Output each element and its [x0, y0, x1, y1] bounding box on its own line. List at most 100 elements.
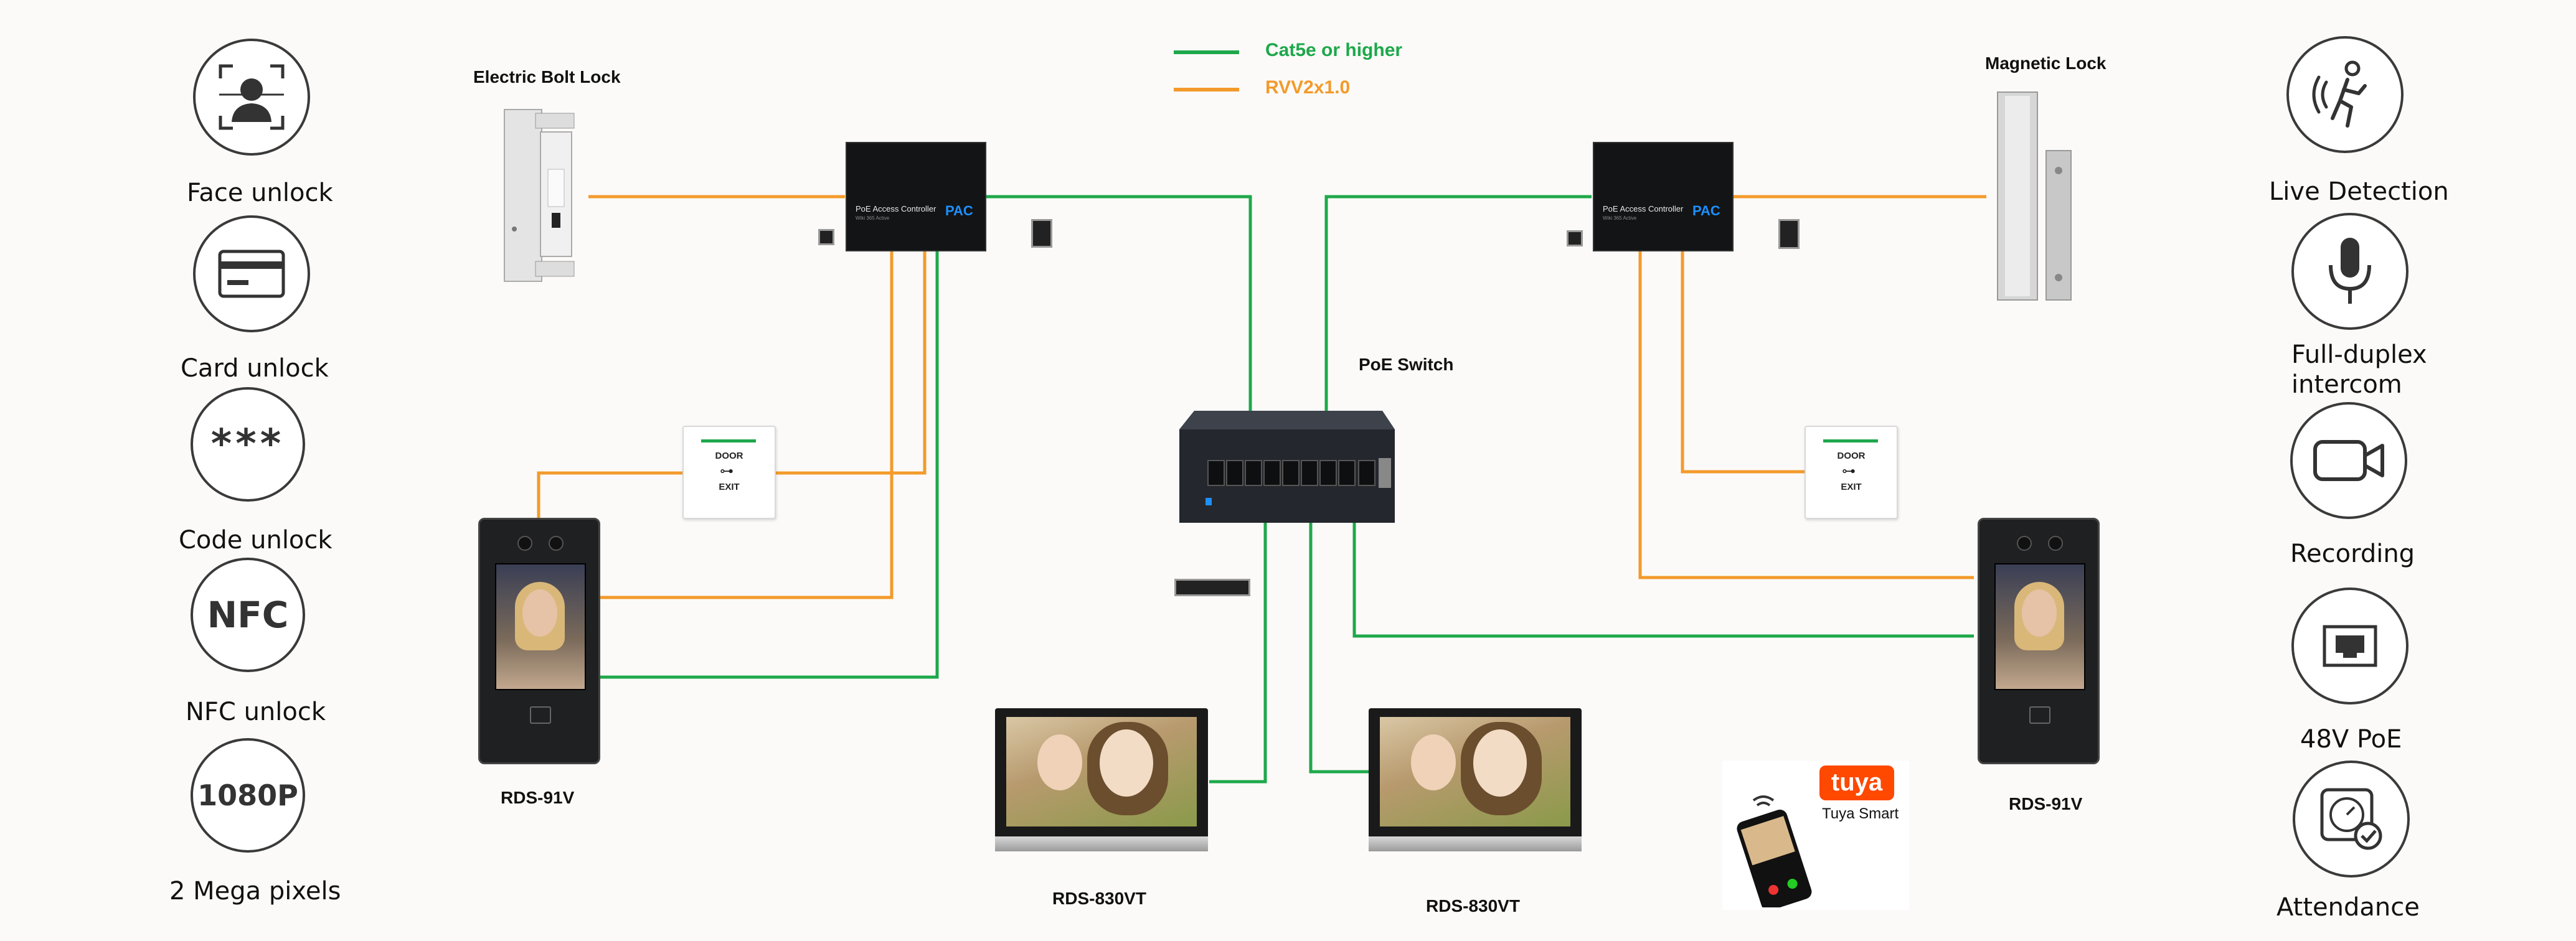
- pac-right-brand: PAC: [1692, 203, 1720, 218]
- smartphone-icon: [1737, 795, 1812, 907]
- key-icon: ⊶: [1842, 463, 1856, 479]
- exit-green-bar: [701, 439, 756, 442]
- face-scan-icon: [193, 39, 310, 156]
- video-camera-icon: [2290, 402, 2407, 519]
- tuya-caption: Tuya Smart: [1822, 805, 1899, 822]
- tuya-app-panel: tuya Tuya Smart: [1722, 761, 1909, 910]
- camera-lens: [517, 536, 532, 551]
- wire-pac-left-to-switch: [984, 195, 1252, 411]
- poe-access-controller-right: PoE Access Controller Wiki 365 Active PA…: [1593, 142, 1734, 251]
- indicator-square: [1031, 219, 1052, 248]
- wire-pac-right-to-door-station: [1638, 248, 1974, 579]
- nfc-glyph: NFC: [207, 594, 289, 636]
- feature-label-attendance: Attendance: [2276, 893, 2420, 922]
- door-station-screen: [1994, 563, 2085, 690]
- poe-switch-image: [1177, 405, 1396, 529]
- ethernet-port-icon: [2291, 588, 2409, 705]
- nfc-reader: [530, 706, 551, 724]
- pac-right-subtitle: Wiki 365 Active: [1603, 215, 1637, 221]
- feature-label-2-mega-pixels: 2 Mega pixels: [169, 877, 341, 906]
- card-unlock-feature: [193, 215, 310, 332]
- indicator-bar: [1174, 579, 1250, 596]
- poe-access-controller-left: PoE Access Controller Wiki 365 Active PA…: [846, 142, 986, 251]
- exit-label-exit: EXIT: [1841, 482, 1862, 492]
- feature-label-code-unlock: Code unlock: [179, 526, 333, 555]
- monitor-bezel: [1369, 836, 1582, 851]
- asterisks-glyph: ***: [210, 421, 285, 467]
- indoor-monitor-left-image: [995, 708, 1208, 851]
- attendance-clock-icon: [2293, 761, 2410, 878]
- feature-label-full-duplex-intercom: Full-duplex intercom: [2291, 340, 2427, 400]
- exit-label-door: DOOR: [1837, 451, 1866, 461]
- code-unlock-feature: ***: [191, 387, 305, 502]
- wire-switch-to-door-station-right: [1352, 523, 1974, 638]
- exit-label-exit: EXIT: [719, 482, 740, 492]
- intercom-feature: [2291, 213, 2409, 330]
- label-monitor-right: RDS-830VT: [1426, 896, 1520, 915]
- label-monitor-left: RDS-830VT: [1052, 889, 1146, 908]
- exit-button-right: DOOR ⊶ EXIT: [1805, 426, 1898, 519]
- feature-label-48v-poe: 48V PoE: [2300, 725, 2402, 754]
- pac-left-subtitle: Wiki 365 Active: [856, 215, 890, 221]
- pac-left-title: PoE Access Controller: [856, 204, 937, 213]
- 1080p-glyph: 1080P: [197, 779, 298, 812]
- door-station-screen: [495, 563, 586, 690]
- wire-pac-right-to-switch: [1324, 195, 1592, 411]
- label-door-station-left: RDS-91V: [501, 788, 575, 807]
- camera-lens: [549, 536, 564, 551]
- indicator-square: [818, 229, 834, 245]
- door-station-left-image: [478, 518, 600, 764]
- legend-label-rvv: RVV2x1.0: [1265, 77, 1351, 98]
- exit-button-left: DOOR ⊶ EXIT: [682, 426, 776, 519]
- motion-detection-icon: [2286, 36, 2404, 153]
- label-poe-switch: PoE Switch: [1359, 355, 1454, 374]
- face-unlock-feature: [193, 39, 310, 156]
- pac-left-brand: PAC: [945, 203, 973, 218]
- tuya-logo: tuya: [1819, 765, 1894, 800]
- poe-feature: [2291, 588, 2409, 705]
- wire-pac-right-to-exit: [1681, 248, 1805, 474]
- label-magnetic-lock: Magnetic Lock: [1985, 54, 2107, 73]
- magnetic-lock-image: [1986, 91, 2080, 304]
- feature-label-live-detection: Live Detection: [2269, 177, 2449, 206]
- monitor-screen: [1006, 717, 1197, 826]
- camera-lens: [2048, 536, 2063, 551]
- label-door-station-right: RDS-91V: [2009, 794, 2083, 813]
- card-icon: [193, 215, 310, 332]
- nfc-unlock-feature: NFC: [191, 558, 305, 672]
- monitor-screen: [1380, 717, 1570, 826]
- legend-label-cat5e: Cat5e or higher: [1265, 40, 1403, 60]
- label-electric-bolt-lock: Electric Bolt Lock: [473, 67, 621, 87]
- feature-label-nfc-unlock: NFC unlock: [186, 698, 326, 726]
- wire-pac-left-to-door-station: [598, 248, 894, 599]
- feature-label-card-unlock: Card unlock: [181, 354, 329, 383]
- key-icon: ⊶: [720, 463, 734, 479]
- microphone-icon: [2291, 213, 2409, 330]
- wire-pac-left-to-door-station: [598, 248, 939, 679]
- asterisks-icon: ***: [191, 387, 305, 502]
- door-station-right-image: [1978, 518, 2100, 764]
- exit-green-bar: [1823, 439, 1878, 442]
- indicator-square: [1567, 230, 1583, 246]
- wire-switch-to-monitor-right: [1309, 523, 1369, 774]
- wire-switch-to-monitor-left: [1209, 523, 1267, 784]
- nfc-icon: NFC: [191, 558, 305, 672]
- feature-label-recording: Recording: [2290, 540, 2415, 568]
- feature-label-face-unlock: Face unlock: [187, 179, 333, 207]
- indoor-monitor-right-image: [1369, 708, 1582, 851]
- pac-right-title: PoE Access Controller: [1603, 204, 1684, 213]
- attendance-feature: [2293, 761, 2410, 878]
- 1080p-icon: 1080P: [191, 738, 305, 853]
- indicator-square: [1778, 219, 1800, 249]
- nfc-reader: [2029, 706, 2050, 724]
- recording-feature: [2290, 402, 2407, 519]
- camera-lens: [2017, 536, 2032, 551]
- feature-label-full-duplex-intercom-text: Full-duplex intercom: [2291, 340, 2427, 399]
- live-detection-feature: [2286, 36, 2404, 153]
- monitor-bezel: [995, 836, 1208, 851]
- megapixel-feature: 1080P: [191, 738, 305, 853]
- exit-label-door: DOOR: [715, 451, 743, 461]
- electric-bolt-lock-image: [492, 107, 585, 284]
